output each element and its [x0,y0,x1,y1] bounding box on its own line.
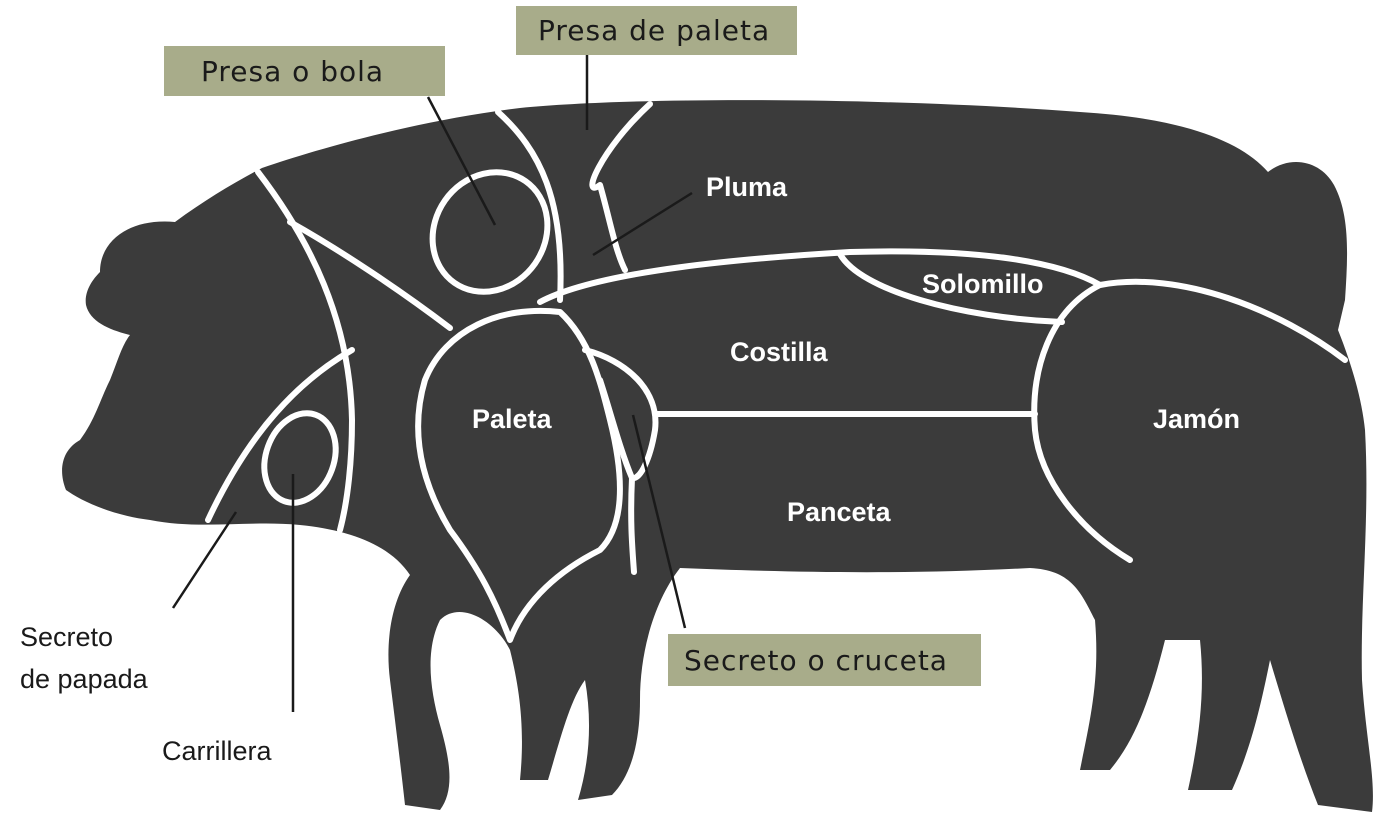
cut-label-paleta: Paleta [472,404,553,434]
panceta-front-seam [628,475,637,575]
callout-presa-o-bola: Presa o bola [201,55,384,88]
cut-label-costilla: Costilla [730,337,829,367]
leader-secreto-de-papada [171,511,238,609]
callout-box-secreto-o-cruceta [668,634,981,686]
leader-secreto-o-cruceta [631,414,687,629]
jamon-seam [1031,278,1348,563]
presa-paleta-seam-b [589,101,653,273]
jowl-seam [205,347,355,523]
carrillera-outline [261,410,339,506]
callout-presa-de-paleta: Presa de paleta [538,14,770,47]
callout-secreto-o-cruceta: Secreto o cruceta [684,644,948,677]
neck-seam-rear [287,219,453,331]
presa-o-bola-outline [429,169,551,295]
cut-label-pluma: Pluma [706,172,788,202]
pig-body [62,100,1373,812]
cut-label-panceta: Panceta [787,497,892,527]
leader-pluma [592,191,693,257]
callout-secreto-de-papada-line2: de papada [20,664,149,694]
callout-secreto-de-papada-line1: Secreto [20,622,113,652]
loin-seam [537,248,1103,305]
leader-presa-o-bola [426,96,497,226]
callout-carrillera: Carrillera [162,736,273,766]
callout-box-presa-o-bola [164,46,445,96]
secreto-outline [582,347,659,481]
cut-label-solomillo: Solomillo [922,269,1044,299]
solomillo-seam [837,251,1065,325]
cut-label-jamon: Jamón [1153,404,1240,434]
presa-paleta-seam-a [495,109,564,303]
callout-box-presa-de-paleta [516,6,797,55]
